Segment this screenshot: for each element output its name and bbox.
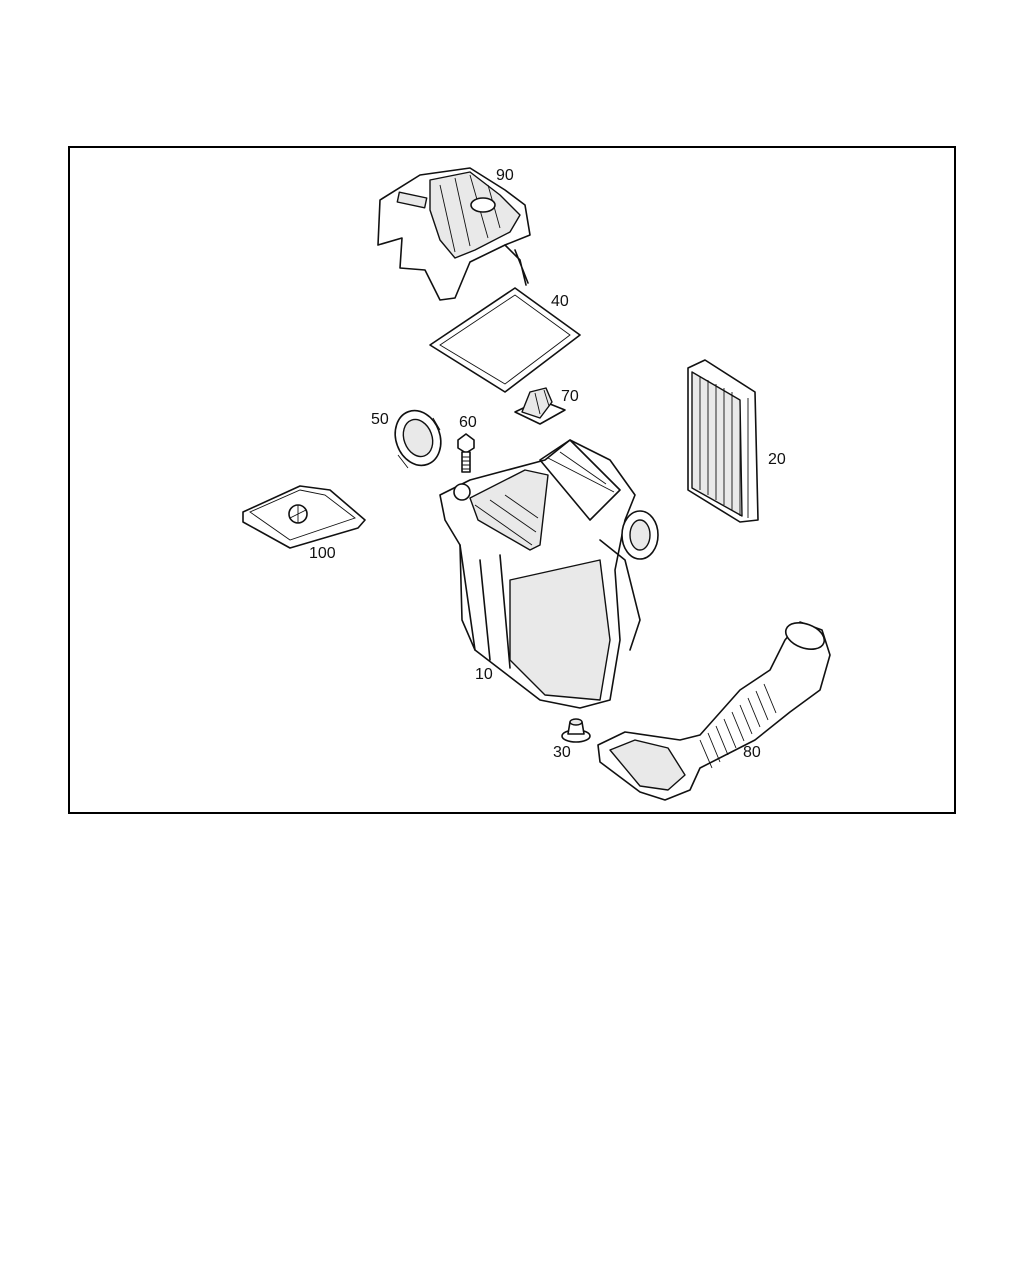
part-30-rubber-mount (561, 718, 591, 743)
callout-60: 60 (459, 414, 477, 431)
callout-30: 30 (553, 744, 571, 761)
part-100-cover-plate (242, 485, 366, 549)
callout-90: 90 (496, 167, 514, 184)
diagram-frame (68, 146, 956, 814)
part-10-filter-housing (439, 439, 659, 709)
callout-80: 80 (743, 744, 761, 761)
part-80-intake-duct (597, 621, 831, 801)
callout-20: 20 (768, 451, 786, 468)
callout-10: 10 (475, 666, 493, 683)
part-50-seal-ring (394, 409, 442, 469)
callout-100: 100 (309, 545, 336, 562)
part-70-clip (514, 387, 566, 425)
callout-70: 70 (561, 388, 579, 405)
part-40-gasket (429, 287, 581, 393)
part-20-filter-element (687, 359, 759, 523)
part-60-bolt (457, 433, 475, 473)
part-90-engine-cover (377, 167, 531, 301)
callout-50: 50 (371, 411, 389, 428)
callout-40: 40 (551, 293, 569, 310)
